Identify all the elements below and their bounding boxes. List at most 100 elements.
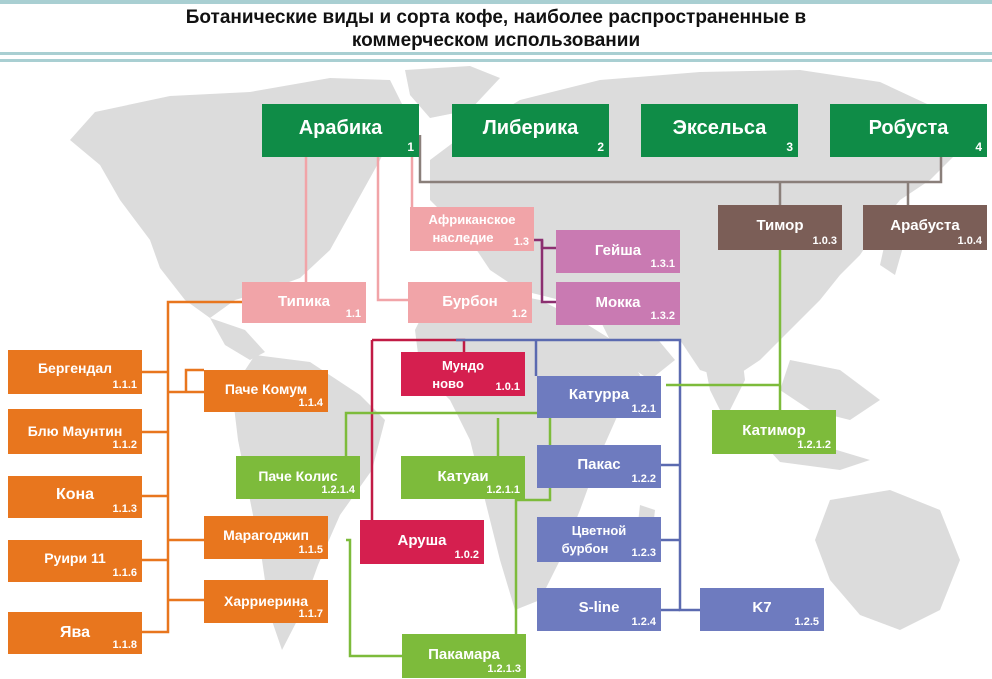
node-s-line: S-line 1.2.4 [537, 588, 661, 631]
node-label: Блю Маунтин [27, 423, 123, 439]
node-mundo-novo: Мундо ново 1.0.1 [401, 352, 525, 396]
node-label: Катимор [742, 422, 806, 439]
node-red-bourbon: Цветной бурбон 1.2.3 [537, 517, 661, 562]
connector-pache-comum-2 [184, 368, 204, 392]
node-code: 1.2.4 [631, 616, 656, 628]
node-code: 1.1.8 [112, 639, 137, 651]
node-arabusta: Арабуста 1.0.4 [863, 205, 987, 250]
node-label: Пакамара [428, 646, 500, 663]
node-catuai: Катуаи 1.2.1.1 [401, 456, 525, 499]
node-code: 1.1.6 [112, 567, 137, 579]
node-label: Бергендал [37, 360, 113, 376]
node-code: 3 [786, 140, 793, 154]
node-k7: K7 1.2.5 [700, 588, 824, 631]
connector-african-geisha [534, 238, 556, 250]
node-african-heritage: Африканское наследие 1.3 [410, 207, 534, 251]
node-code: 1.2.1.4 [321, 484, 355, 496]
node-code: 1.2.1.1 [486, 484, 520, 496]
node-label: S-line [578, 599, 620, 616]
node-label: Робуста [868, 117, 949, 139]
connector-maragogype-pacamara [346, 538, 402, 658]
node-geisha: Гейша 1.3.1 [556, 230, 680, 273]
node-code: 1.2.1 [631, 403, 656, 415]
title-underline-stripe-2 [0, 59, 992, 62]
node-harrierina: Харриерина 1.1.7 [204, 580, 328, 623]
node-label: Типика [278, 293, 330, 310]
node-label: Харриерина [223, 593, 309, 609]
india-shape [700, 340, 745, 420]
node-typica: Типика 1.1 [242, 282, 366, 323]
node-label: Гейша [594, 242, 642, 259]
node-label: Мокка [595, 294, 641, 311]
node-label: Катуаи [437, 468, 489, 485]
node-code: 1.1.4 [298, 397, 323, 409]
node-code: 1 [407, 140, 414, 154]
node-code: 1.1.7 [298, 608, 323, 620]
southeast-asia-shape [780, 360, 880, 420]
node-robusta: Робуста 4 [830, 104, 987, 157]
node-timor: Тимор 1.0.3 [718, 205, 842, 250]
connector-typica-orange [142, 300, 242, 634]
node-excelsa: Эксельса 3 [641, 104, 798, 157]
node-liberica: Либерика 2 [452, 104, 609, 157]
node-label: Ява [59, 624, 91, 641]
node-label: Бурбон [442, 293, 498, 310]
node-code: 1.0.1 [495, 381, 520, 393]
node-code: 1.1.5 [298, 544, 323, 556]
node-code: 1.2 [511, 308, 527, 320]
node-bourbon: Бурбон 1.2 [408, 282, 532, 323]
node-label-line-1: Цветной [571, 523, 627, 538]
connector-arabica-robusta [418, 135, 943, 184]
node-label: Кона [55, 486, 95, 503]
node-code: 1.0.2 [454, 549, 479, 561]
title-underline-stripe [0, 52, 992, 55]
node-pacamara: Пакамара 1.2.1.3 [402, 634, 526, 678]
node-pache-colis: Паче Колис 1.2.1.4 [236, 456, 360, 499]
node-maragogype: Марагоджип 1.1.5 [204, 516, 328, 559]
node-code: 2 [597, 140, 604, 154]
node-code: 1.2.1.3 [487, 663, 521, 675]
node-label-line-1: Мундо [441, 358, 485, 373]
central-america-shape [210, 318, 265, 360]
node-label: Арабика [298, 117, 383, 139]
node-label: Марагоджип [223, 527, 309, 543]
node-bergendal: Бергендал 1.1.1 [8, 350, 142, 394]
greenland-shape [405, 66, 500, 118]
connector-caturra-pache-colis [344, 411, 538, 456]
node-label: Эксельса [672, 117, 767, 139]
node-arusha: Аруша 1.0.2 [360, 520, 484, 564]
node-label-line-2: бурбон [561, 541, 609, 556]
top-stripe [0, 0, 992, 4]
node-arabica: Арабика 1 [262, 104, 419, 157]
node-label: K7 [752, 599, 772, 616]
node-label: Руири 11 [44, 550, 106, 566]
node-mokka: Мокка 1.3.2 [556, 282, 680, 325]
node-pacas: Пакас 1.2.2 [537, 445, 661, 488]
node-java: Ява 1.1.8 [8, 612, 142, 654]
node-code: 1.3 [513, 236, 529, 248]
node-blue-mountain: Блю Маунтин 1.1.2 [8, 409, 142, 454]
node-code: 1.3.2 [650, 310, 675, 322]
connector-mundo [372, 338, 466, 352]
node-label: Аруша [397, 532, 447, 549]
title-line-1: Ботанические виды и сорта кофе, наиболее… [185, 7, 807, 28]
node-code: 1.1.2 [112, 439, 137, 451]
node-label-line-2: ново [432, 376, 464, 391]
node-catimor: Катимор 1.2.1.2 [712, 410, 836, 454]
node-label: Либерика [482, 117, 579, 139]
node-code: 1.1 [345, 308, 361, 320]
connector-african-mokka [540, 240, 556, 304]
node-label: Арабуста [890, 217, 960, 234]
node-code: 1.1.3 [112, 503, 137, 515]
node-code: 1.3.1 [650, 258, 675, 270]
node-label: Катурра [568, 386, 630, 403]
node-code: 1.1.1 [112, 379, 137, 391]
title-line-2: коммерческом использовании [351, 30, 641, 51]
node-pache-comum: Паче Комум 1.1.4 [204, 370, 328, 412]
node-code: 1.2.3 [631, 547, 656, 559]
node-label: Паче Колис [258, 468, 338, 484]
australia-shape [815, 490, 960, 630]
node-label-line-1: Африканское [428, 212, 516, 227]
